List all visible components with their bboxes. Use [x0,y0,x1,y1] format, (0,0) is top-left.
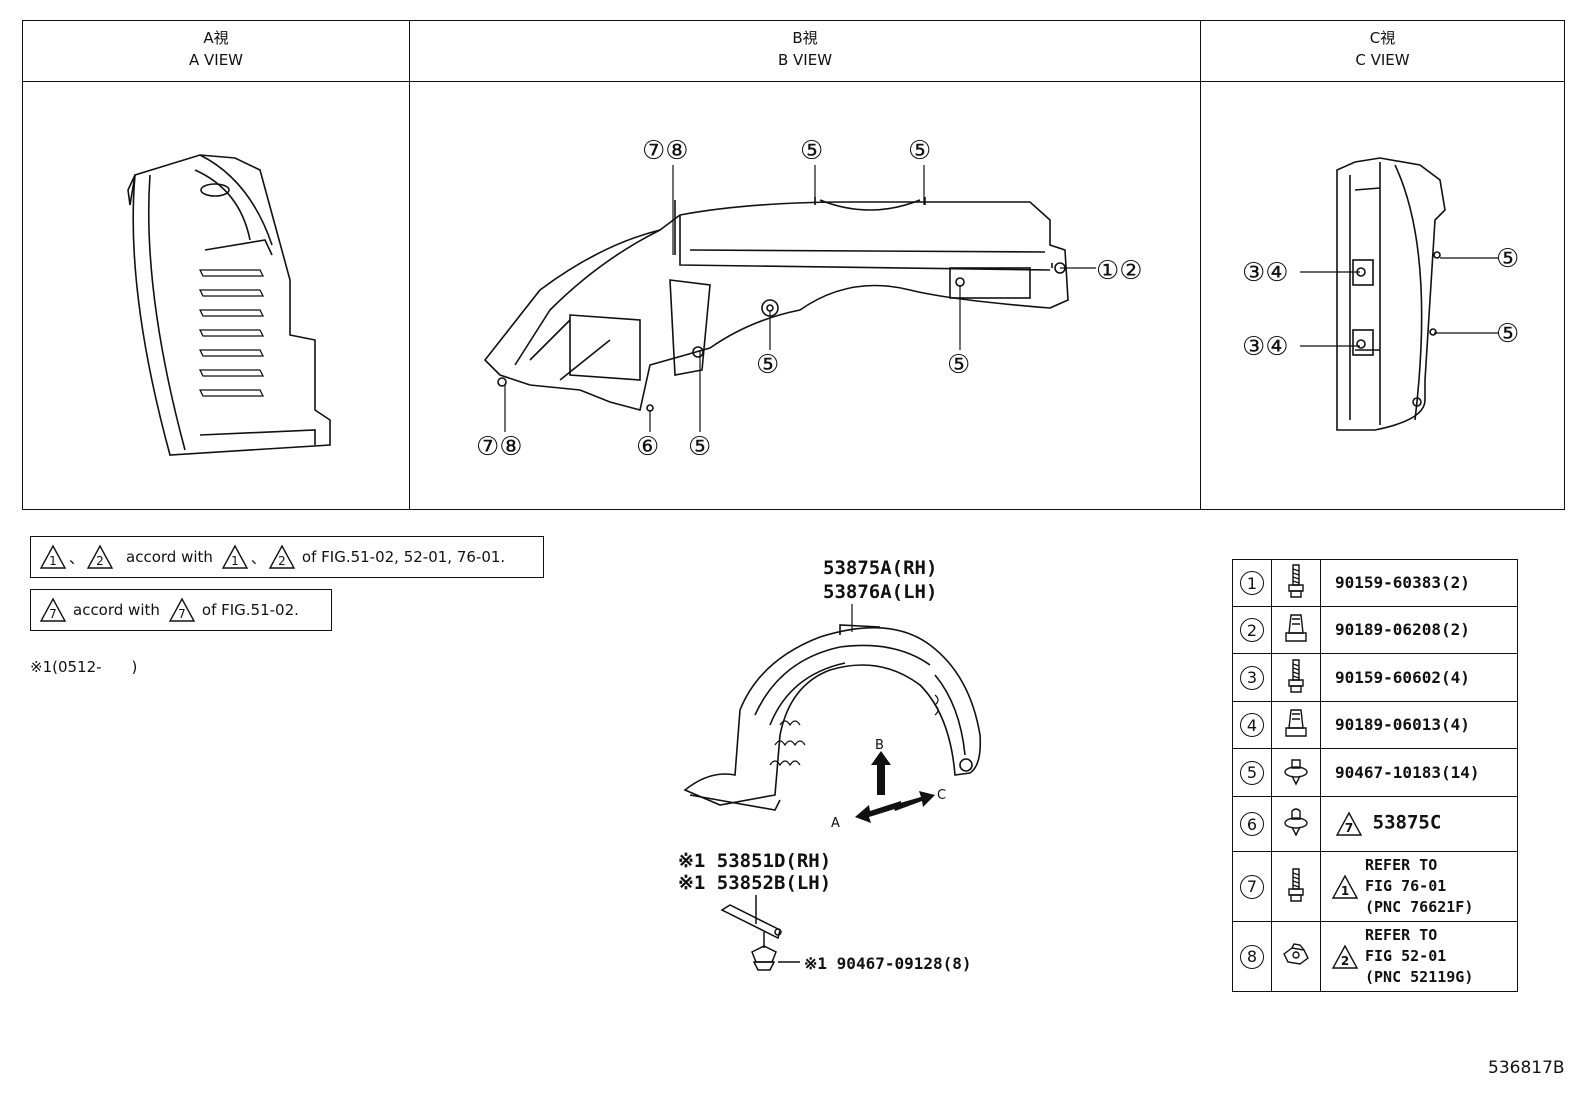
callout-5: ⑤ [947,350,971,380]
warning-triangle-icon: 7 [168,597,196,622]
fender-liner-drawing [683,624,982,811]
bracket-label-lh: ※1 53852B(LH) [678,872,832,894]
callout-5: ⑤ [688,432,712,462]
warning-triangle-icon: 2 [268,544,296,569]
item-number: 4 [1240,713,1264,737]
table-row: 3 90159-60602(4) [1232,653,1518,702]
clip-nut-icon [1283,942,1309,965]
part-number: 90159-60602(4) [1320,653,1518,702]
callout-1-2: ①② [1096,256,1143,286]
a-view-drawing [127,154,331,456]
item-number: 1 [1240,571,1264,595]
warning-triangle-icon: 2 [86,544,114,569]
part-label-lh: 53876A(LH) [823,581,938,603]
table-row: 7 1 REFER TO FIG 76-01 (PNC 76621F) [1232,851,1518,922]
callout-6: ⑥ [636,432,660,462]
item-number: 6 [1240,812,1264,836]
part-number: 90467-10183(14) [1320,748,1518,797]
item-number: 3 [1240,665,1264,690]
warning-triangle-icon: 1 [39,544,67,569]
part-number: 90189-06208(2) [1320,606,1518,654]
svg-text:7: 7 [1345,821,1353,835]
part-reference: 7 53875C [1320,796,1518,852]
item-number: 8 [1240,944,1264,969]
callout-5: ⑤ [756,350,780,380]
callout-5: ⑤ [800,136,824,166]
arrow-label-b: B [875,738,884,753]
c-view-drawing [1336,157,1446,431]
warning-triangle-icon: 2 [1331,944,1359,969]
bracket-drawing [720,895,800,971]
bolt-icon [1288,658,1304,693]
item-number: 7 [1240,874,1264,899]
parts-table: 1 90159-60383(2) 2 90189-06208(2) 3 9015… [1232,559,1518,992]
table-row: 5 90467-10183(14) [1232,748,1518,797]
callout-5: ⑤ [1496,244,1520,274]
view-direction-arrows: B A C [831,738,946,830]
note-serial-range: ※1(0512- ) [30,658,138,676]
part-number: 90159-60383(2) [1320,559,1518,607]
nut-icon [1285,614,1307,642]
callout-7-8: ⑦⑧ [476,432,523,462]
warning-triangle-icon: 1 [1331,874,1359,899]
svg-text:2: 2 [96,554,104,568]
svg-text:1: 1 [49,554,57,568]
fastener-label: ※1 90467-09128(8) [804,954,972,973]
clip-icon [1284,808,1308,837]
note-accord-7: 7 accord with 7 of FIG.51-02. [30,589,332,631]
table-row: 1 90159-60383(2) [1232,559,1518,607]
bolt-icon [1288,564,1304,598]
item-number: 2 [1240,618,1264,642]
part-reference: 2 REFER TO FIG 52-01 (PNC 52119G) [1320,921,1518,992]
clip-icon [1284,758,1308,786]
callout-5: ⑤ [908,136,932,166]
callout-3-4: ③④ [1242,258,1289,288]
view-divider [1200,21,1201,509]
table-row: 2 90189-06208(2) [1232,606,1518,654]
svg-text:2: 2 [1341,954,1349,968]
svg-text:7: 7 [178,607,186,621]
figure-id: 536817B [1488,1058,1565,1078]
bolt-icon [1288,867,1304,902]
nut-icon [1285,709,1307,737]
table-row: 8 2 REFER TO FIG 52-01 (PNC 52119G) [1232,921,1518,992]
svg-text:2: 2 [278,554,286,568]
item-number: 5 [1240,760,1264,785]
callout-3-4: ③④ [1242,332,1289,362]
arrow-label-c: C [937,788,946,803]
note-accord-1-2: 1 、 2 accord with 1 、 2 of FIG.51-02, 52… [30,536,544,578]
part-number: 90189-06013(4) [1320,701,1518,749]
svg-text:7: 7 [49,607,57,621]
table-row: 6 7 53875C [1232,796,1518,852]
view-header-divider [23,81,1564,82]
callout-7-8: ⑦⑧ [642,136,689,166]
view-divider [409,21,410,509]
warning-triangle-icon: 1 [221,544,249,569]
callout-5: ⑤ [1496,319,1520,349]
bracket-label-rh: ※1 53851D(RH) [678,850,832,872]
warning-triangle-icon: 7 [39,597,67,622]
table-row: 4 90189-06013(4) [1232,701,1518,749]
svg-text:1: 1 [1341,884,1349,898]
svg-text:1: 1 [231,554,239,568]
warning-triangle-icon: 7 [1335,811,1363,836]
part-label-rh: 53875A(RH) [823,557,938,579]
arrow-label-a: A [831,816,840,830]
part-reference: 1 REFER TO FIG 76-01 (PNC 76621F) [1320,851,1518,922]
